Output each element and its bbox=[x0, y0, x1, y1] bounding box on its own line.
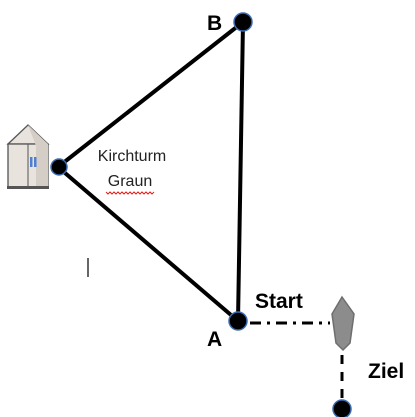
label-start: Start bbox=[255, 290, 303, 313]
label-church-line2: Graun bbox=[108, 173, 152, 190]
side-church-to-a bbox=[56, 165, 240, 323]
side-b-to-a bbox=[236, 20, 245, 323]
point-a bbox=[228, 311, 248, 331]
point-church bbox=[50, 158, 68, 176]
church-tower-icon bbox=[6, 124, 50, 189]
point-goal bbox=[332, 399, 352, 417]
spellcheck-underline bbox=[105, 191, 155, 195]
label-church-line1: Kirchturm bbox=[98, 148, 166, 165]
label-b: B bbox=[207, 12, 222, 35]
side-church-to-b bbox=[56, 20, 245, 169]
label-a: A bbox=[207, 328, 222, 351]
label-goal: Ziel bbox=[368, 360, 404, 383]
boat-icon bbox=[331, 295, 355, 352]
point-b bbox=[233, 12, 253, 32]
